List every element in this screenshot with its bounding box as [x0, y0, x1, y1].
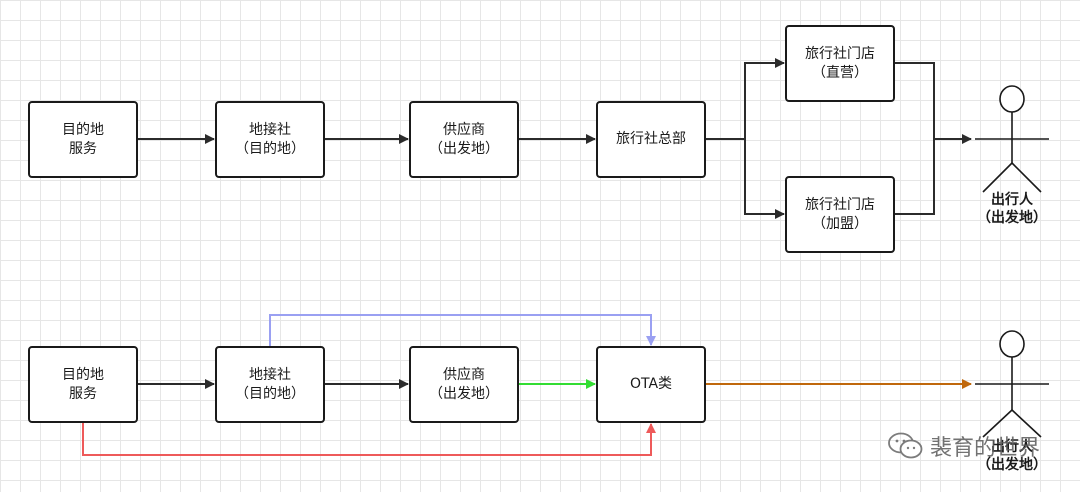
node-label-line1: 供应商 [443, 366, 485, 383]
node-label-line1: OTA类 [629, 376, 673, 392]
watermark-text: 裴育的世界 [929, 436, 1040, 461]
node-label-line2: 服务 [69, 385, 97, 402]
node2-ground-agency[interactable]: 地接社 （目的地） [215, 346, 325, 423]
node-store-direct[interactable]: 旅行社门店 （直营） [785, 25, 895, 102]
node-label-line1: 旅行社门店 [805, 45, 875, 62]
actor-label-line1: 出行人 [991, 439, 1033, 455]
edge2-ground-agency-to-ota [269, 314, 656, 347]
node-label-line1: 目的地 [62, 366, 104, 383]
node-label-line2: （目的地） [235, 140, 305, 157]
node2-ota[interactable]: OTA类 [596, 346, 706, 423]
wechat-icon [888, 432, 923, 459]
actor-label-line2: （出发地） [977, 457, 1047, 473]
node-destination-service[interactable]: 目的地 服务 [28, 101, 138, 178]
edge-hq-to-store-direct [705, 58, 785, 140]
traveler-actor-figure [975, 85, 1049, 193]
node-label-line1: 供应商 [443, 121, 485, 138]
node-label-line2: （直营） [812, 64, 868, 81]
watermark: 裴育的世界 [888, 430, 1040, 462]
node2-destination-service[interactable]: 目的地 服务 [28, 346, 138, 423]
traveler-actor-figure-2 [975, 330, 1049, 438]
node-label-line2: 服务 [69, 140, 97, 157]
edge-hq-to-store-franchise [744, 139, 785, 219]
node-store-franchise[interactable]: 旅行社门店 （加盟） [785, 176, 895, 253]
node-label-line2: （目的地） [235, 385, 305, 402]
actor-label-line1: 出行人 [991, 192, 1033, 208]
node2-supplier[interactable]: 供应商 （出发地） [409, 346, 519, 423]
node-agency-hq[interactable]: 旅行社总部 [596, 101, 706, 178]
node-label-line1: 目的地 [62, 121, 104, 138]
edge2-destination-to-ota [82, 422, 656, 456]
edge-store-direct-merge [894, 62, 935, 139]
node-label-line1: 地接社 [249, 121, 291, 138]
edge-store-franchise-merge [894, 139, 935, 215]
node-supplier[interactable]: 供应商 （出发地） [409, 101, 519, 178]
node-label-line1: 地接社 [249, 366, 291, 383]
node-label-line2: （出发地） [429, 385, 499, 402]
node-ground-agency[interactable]: 地接社 （目的地） [215, 101, 325, 178]
node-label-line2: （加盟） [812, 215, 868, 232]
node-label-line1: 旅行社门店 [805, 196, 875, 213]
node-label-line1: 旅行社总部 [616, 131, 686, 147]
traveler-label-2: 出行人 （出发地） [967, 438, 1057, 474]
actor-label-line2: （出发地） [977, 210, 1047, 226]
node-label-line2: （出发地） [429, 140, 499, 157]
traveler-label: 出行人 （出发地） [967, 191, 1057, 227]
